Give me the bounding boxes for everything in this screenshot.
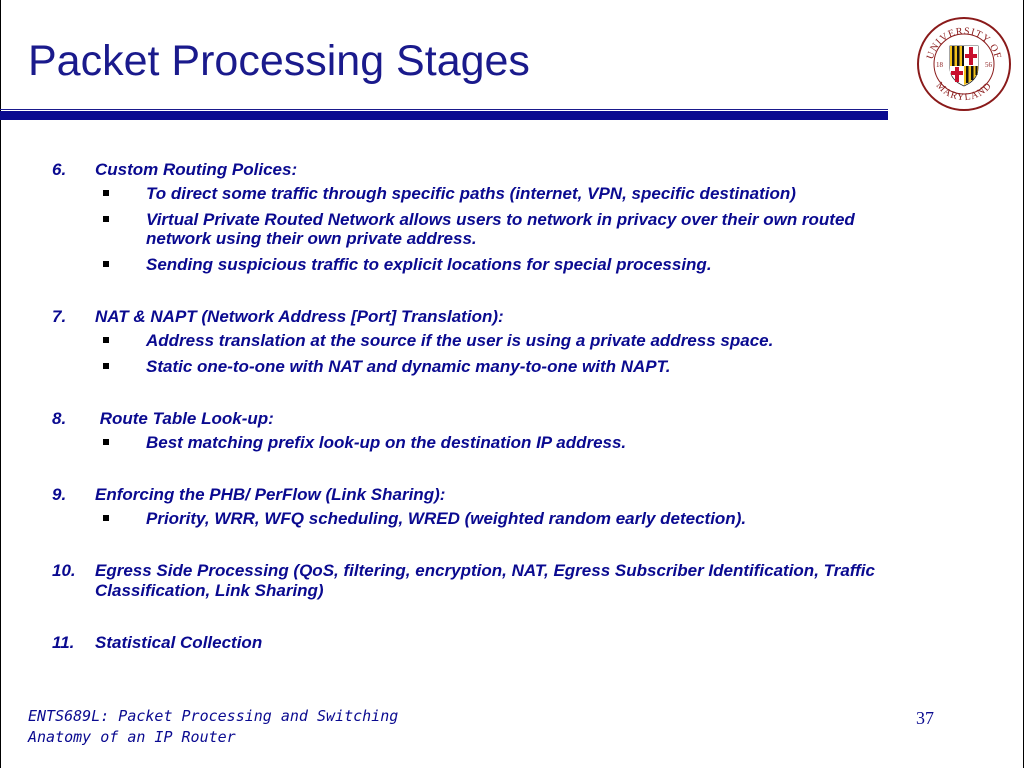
item-heading: Statistical Collection <box>95 633 263 652</box>
item-heading: Enforcing the PHB/ PerFlow (Link Sharing… <box>95 485 446 504</box>
item-heading: NAT & NAPT (Network Address [Port] Trans… <box>95 307 504 326</box>
bullet-list: Priority, WRR, WFQ scheduling, WRED (wei… <box>52 509 972 528</box>
bullet-text: Priority, WRR, WFQ scheduling, WRED (wei… <box>146 509 747 528</box>
item-number: 11. <box>52 633 75 652</box>
item-heading: Custom Routing Polices: <box>95 160 298 179</box>
slide-border-left <box>0 0 1 768</box>
bullet-text: Sending suspicious traffic to explicit l… <box>146 255 712 274</box>
item-number: 9. <box>52 485 67 504</box>
bullet-item: Best matching prefix look-up on the dest… <box>52 433 972 452</box>
title-rule-thick <box>0 111 888 120</box>
list-item: 7. NAT & NAPT (Network Address [Port] Tr… <box>52 307 972 327</box>
square-bullet-icon <box>103 515 109 521</box>
item-number: 7. <box>52 307 67 326</box>
page-number: 37 <box>916 708 934 728</box>
item-number: 10. <box>52 561 76 580</box>
bullet-list: Address translation at the source if the… <box>52 331 972 376</box>
slide-footer: ENTS689L: Packet Processing and Switchin… <box>28 706 398 748</box>
slide-content: 6. Custom Routing Polices: To direct som… <box>52 160 972 653</box>
list-item: 9. Enforcing the PHB/ PerFlow (Link Shar… <box>52 485 972 505</box>
list-item: 8. Route Table Look-up: <box>52 409 972 429</box>
item-heading: Route Table Look-up: <box>95 409 274 428</box>
item-number: 6. <box>52 160 67 179</box>
list-item: 10. Egress Side Processing (QoS, filteri… <box>52 561 972 601</box>
square-bullet-icon <box>103 337 109 343</box>
bullet-item: Static one-to-one with NAT and dynamic m… <box>52 357 972 376</box>
footer-course: ENTS689L: Packet Processing and Switchin… <box>28 707 399 725</box>
square-bullet-icon <box>103 216 109 222</box>
bullet-text: Virtual Private Routed Network allows us… <box>146 210 855 248</box>
square-bullet-icon <box>103 439 109 445</box>
slide-title: Packet Processing Stages <box>28 37 530 85</box>
bullet-item: Virtual Private Routed Network allows us… <box>52 210 972 248</box>
bullet-text: Best matching prefix look-up on the dest… <box>146 433 627 452</box>
seal-year-right: 56 <box>985 61 993 69</box>
bullet-text: Address translation at the source if the… <box>146 331 774 350</box>
footer-subtitle: Anatomy of an IP Router <box>28 728 236 746</box>
square-bullet-icon <box>103 261 109 267</box>
bullet-item: Address translation at the source if the… <box>52 331 972 350</box>
university-seal-icon: UNIVERSITY OF MARYLAND 18 56 <box>917 17 1011 111</box>
bullet-item: Priority, WRR, WFQ scheduling, WRED (wei… <box>52 509 972 528</box>
bullet-list: To direct some traffic through specific … <box>52 184 972 274</box>
bullet-text: Static one-to-one with NAT and dynamic m… <box>146 357 671 376</box>
bullet-item: To direct some traffic through specific … <box>52 184 972 203</box>
square-bullet-icon <box>103 190 109 196</box>
title-rule-thin <box>0 109 888 110</box>
seal-year-left: 18 <box>936 61 944 69</box>
bullet-list: Best matching prefix look-up on the dest… <box>52 433 972 452</box>
item-heading: Egress Side Processing (QoS, filtering, … <box>95 561 875 600</box>
list-item: 11. Statistical Collection <box>52 633 972 653</box>
bullet-text: To direct some traffic through specific … <box>146 184 796 203</box>
maryland-shield-icon <box>949 45 979 87</box>
bullet-item: Sending suspicious traffic to explicit l… <box>52 255 972 274</box>
item-number: 8. <box>52 409 67 428</box>
square-bullet-icon <box>103 363 109 369</box>
list-item: 6. Custom Routing Polices: <box>52 160 972 180</box>
